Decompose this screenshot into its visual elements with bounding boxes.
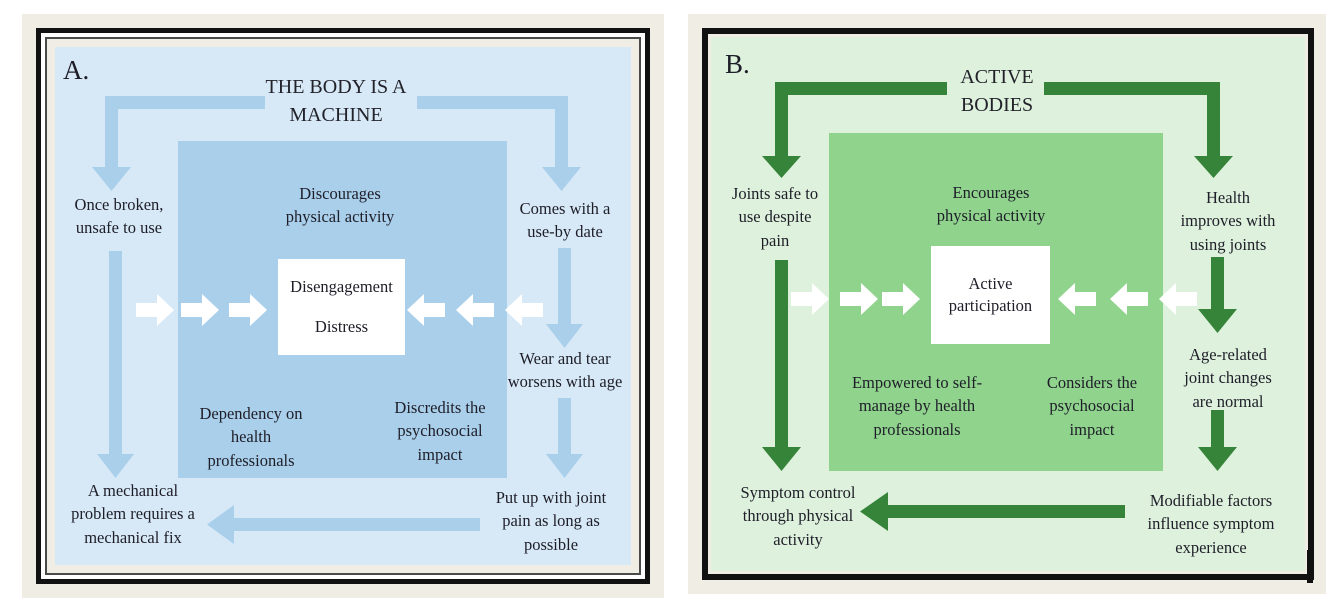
- label-dependency: Dependency on health professionals: [199, 404, 303, 470]
- white-right-arrow-1-head: [157, 294, 174, 326]
- panel-b-letter: B.: [725, 49, 750, 79]
- elbow-arrow-right-head: [1194, 156, 1233, 178]
- label-empowered: Empowered to self- manage by health prof…: [851, 373, 983, 439]
- elbow-arrow-right-shaft: [555, 96, 568, 169]
- right-down-arrow-2-icon: [1211, 410, 1224, 447]
- label-comes-with: Comes with a use-by date: [519, 199, 611, 242]
- right-down-arrow-1-icon: [558, 248, 571, 326]
- elbow-arrow-left-shaft: [105, 96, 118, 169]
- panel-a-letter: A.: [63, 55, 90, 85]
- label-joints-safe: Joints safe to use despite pain: [731, 184, 819, 250]
- elbow-arrow-right-icon: [417, 96, 568, 109]
- left-down-arrow-head: [97, 454, 134, 478]
- label-once-broken: Once broken, unsafe to use: [74, 195, 164, 238]
- panel-a-center-box: Disengagement Distress: [278, 259, 405, 355]
- elbow-arrow-right-shaft: [1207, 82, 1220, 158]
- panel-a-canvas: A. THE BODY IS A MACHINE Once broken, un…: [55, 47, 631, 565]
- elbow-arrow-left-shaft: [775, 82, 788, 158]
- center-label-distress: Distress: [314, 316, 369, 336]
- text-cursor-artifact: [1307, 550, 1313, 583]
- right-down-arrow-1-head: [1198, 309, 1237, 333]
- right-down-arrow-2-head: [546, 454, 583, 478]
- left-down-arrow-icon: [109, 251, 122, 456]
- elbow-arrow-right-head: [542, 167, 581, 191]
- label-encourages: Encourages physical activity: [936, 183, 1046, 226]
- panel-b-outer-border: B. ACTIVE BODIES Joints safe to use desp…: [702, 28, 1314, 580]
- panel-a-title: THE BODY IS A MACHINE: [265, 76, 407, 126]
- elbow-arrow-left-head: [762, 156, 801, 178]
- white-right-arrow-1-icon: [791, 292, 812, 306]
- right-down-arrow-1-icon: [1211, 257, 1224, 309]
- label-modifiable: Modifiable factors influence symptom exp…: [1147, 491, 1275, 557]
- white-left-arrow-3-head: [505, 294, 522, 326]
- panel-b-title: ACTIVE BODIES: [960, 66, 1034, 116]
- bottom-left-arrow-icon: [888, 505, 1125, 518]
- right-down-arrow-2-head: [1198, 447, 1237, 471]
- white-right-arrow-1-icon: [136, 303, 157, 317]
- label-wear-tear: Wear and tear worsens with age: [507, 349, 623, 392]
- right-down-arrow-2-icon: [558, 398, 571, 456]
- elbow-arrow-right-icon: [1044, 82, 1220, 95]
- panel-b-canvas: B. ACTIVE BODIES Joints safe to use desp…: [711, 37, 1305, 571]
- label-mechanical-fix: A mechanical problem requires a mechanic…: [71, 481, 195, 547]
- label-symptom-control: Symptom control through physical activit…: [740, 483, 856, 549]
- left-down-arrow-head: [762, 447, 801, 471]
- label-age-related: Age-related joint changes are normal: [1184, 345, 1272, 411]
- label-discourages: Discourages physical activity: [285, 184, 395, 227]
- white-right-arrow-1-head: [812, 283, 829, 315]
- left-down-arrow-icon: [775, 260, 788, 449]
- label-considers: Considers the psychosocial impact: [1046, 373, 1138, 439]
- center-label-active-participation: Active participation: [948, 273, 1033, 315]
- elbow-arrow-left-icon: [775, 82, 947, 95]
- panel-a-outer-border: A. THE BODY IS A MACHINE Once broken, un…: [36, 28, 650, 584]
- bottom-left-arrow-icon: [234, 518, 480, 531]
- panel-b-figure: B. ACTIVE BODIES Joints safe to use desp…: [688, 14, 1326, 594]
- right-down-arrow-1-head: [546, 324, 583, 348]
- label-put-up: Put up with joint pain as long as possib…: [495, 488, 607, 554]
- panel-a-figure: A. THE BODY IS A MACHINE Once broken, un…: [22, 14, 664, 598]
- panel-b-center-box: Active participation: [931, 246, 1050, 344]
- center-label-disengagement: Disengagement: [290, 277, 393, 297]
- label-health-improves: Health improves with using joints: [1180, 188, 1276, 254]
- label-discredits: Discredits the psychosocial impact: [394, 398, 486, 464]
- white-left-arrow-3-icon: [522, 303, 543, 317]
- white-left-arrow-3-icon: [1176, 292, 1197, 306]
- panel-a-inner-border: A. THE BODY IS A MACHINE Once broken, un…: [45, 37, 641, 575]
- elbow-arrow-left-head: [92, 167, 131, 191]
